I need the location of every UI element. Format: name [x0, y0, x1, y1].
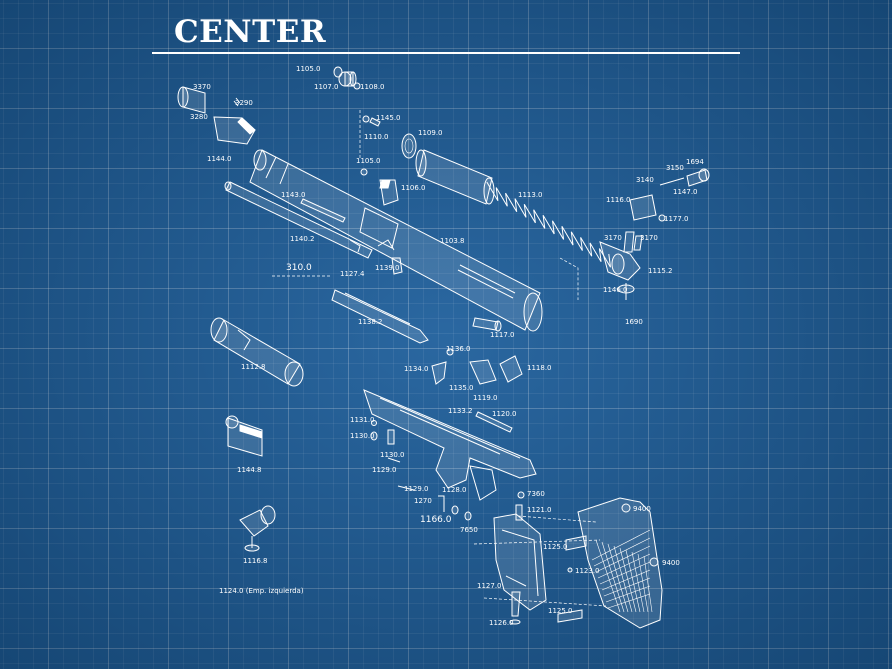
title-underline [152, 52, 740, 54]
part-rear-block-3370 [177, 86, 256, 145]
label-1124-0: 1124.0 (Emp. izquierda) [219, 587, 304, 595]
label-1131-0: 1131.0 [350, 416, 375, 424]
label-9400-a: 9400 [633, 505, 651, 513]
label-1140-2: 1140.2 [290, 235, 315, 243]
label-1134-0: 1134.0 [404, 365, 429, 373]
part-pin-1145 [362, 115, 381, 127]
part-trigger-frame-1133 [363, 389, 537, 501]
label-1129-0-a: 1129.0 [372, 466, 397, 474]
part-sight-assembly [617, 168, 710, 300]
label-3280: 3280 [190, 113, 208, 121]
label-1123-0: 1123.0 [575, 567, 600, 575]
label-1130-0-b: 1130.0 [380, 451, 405, 459]
label-3170-a: 3170 [604, 234, 622, 242]
label-1125-0-a: 1125.0 [543, 543, 568, 551]
label-1127-4: 1127.4 [340, 270, 365, 278]
label-1110-0: 1110.0 [364, 133, 389, 141]
label-1108-0: 1108.0 [360, 83, 385, 91]
label-1127-0: 1127.0 [477, 582, 502, 590]
part-trigger-bar-1138 [331, 289, 429, 344]
label-7360: 7360 [527, 490, 545, 498]
label-1119-0: 1119.0 [473, 394, 498, 402]
label-3370: 3370 [193, 83, 211, 91]
label-1117-0: 1117.0 [490, 331, 515, 339]
label-1121-0: 1121.0 [527, 506, 552, 514]
part-block-1144-8 [225, 415, 263, 457]
part-cap-1105 [333, 66, 361, 90]
label-1112-8: 1112.8 [241, 363, 266, 371]
part-grip-1127 [493, 513, 547, 625]
label-1145-0: 1145.0 [376, 114, 401, 122]
label-1166-0: 1166.0 [420, 515, 452, 525]
label-1138-2: 1138.2 [358, 318, 383, 326]
label-1125-0-b: 1125.0 [548, 607, 573, 615]
part-latch-1139 [391, 257, 403, 275]
label-1690: 1690 [625, 318, 643, 326]
construction-lines [272, 110, 607, 607]
label-1135-0: 1135.0 [449, 384, 474, 392]
label-1146-0: 1146.0 [603, 286, 628, 294]
part-screws-1125 [557, 535, 587, 623]
label-1107-0: 1107.0 [314, 83, 339, 91]
label-7650: 7650 [460, 526, 478, 534]
label-1105-0-b: 1105.0 [356, 157, 381, 165]
label-1177-0: 1177.0 [664, 215, 689, 223]
part-spring-cylinder-1113 [415, 149, 641, 281]
part-barrel-1140 [224, 181, 373, 259]
label-9400-b: 9400 [662, 559, 680, 567]
label-1128-0: 1128.0 [442, 486, 467, 494]
label-1106-0: 1106.0 [401, 184, 426, 192]
label-3140: 3140 [636, 176, 654, 184]
label-1694: 1694 [686, 158, 704, 166]
label-3150: 3150 [666, 164, 684, 172]
label-1270: 1270 [414, 497, 432, 505]
part-cylinder-1112 [210, 317, 304, 387]
part-screws-1130 [370, 420, 415, 491]
label-1143-0: 1143.0 [281, 191, 306, 199]
label-1109-0: 1109.0 [418, 129, 443, 137]
label-1144-0: 1144.0 [207, 155, 232, 163]
label-1113-0: 1113.0 [518, 191, 543, 199]
label-1118-0: 1118.0 [527, 364, 552, 372]
part-housing-1103 [249, 149, 543, 332]
label-1147-0: 1147.0 [673, 188, 698, 196]
part-disc-1109 [401, 133, 417, 159]
label-1115-2: 1115.2 [648, 267, 673, 275]
part-knob-1116-8 [239, 505, 276, 552]
label-3290: 3290 [235, 99, 253, 107]
part-labels: 1105.0 1107.0 1108.0 3370 3290 3280 1144… [190, 65, 704, 627]
label-1133-2: 1133.2 [448, 407, 473, 415]
part-grip-panel-1124 [577, 497, 663, 629]
part-trigger-group [431, 348, 523, 433]
label-1103-8: 1103.8 [440, 237, 465, 245]
label-1126-0: 1126.0 [489, 619, 514, 627]
label-1116-8: 1116.8 [243, 557, 268, 565]
label-1136-0: 1136.0 [446, 345, 471, 353]
label-1105-0: 1105.0 [296, 65, 321, 73]
part-hammer-1106 [360, 168, 399, 206]
part-pin-1117 [472, 317, 502, 332]
label-1144-8: 1144.8 [237, 466, 262, 474]
label-1120-0: 1120.0 [492, 410, 517, 418]
label-1129-0-b: 1129.0 [404, 485, 429, 493]
label-3170-b: 3170 [640, 234, 658, 242]
label-1116-0: 1116.0 [606, 196, 631, 204]
page-title: CENTER [174, 14, 327, 50]
label-310-0: 310.0 [286, 263, 312, 273]
label-1139-0: 1139.0 [375, 264, 400, 272]
label-1130-0-a: 1130.0 [350, 432, 375, 440]
